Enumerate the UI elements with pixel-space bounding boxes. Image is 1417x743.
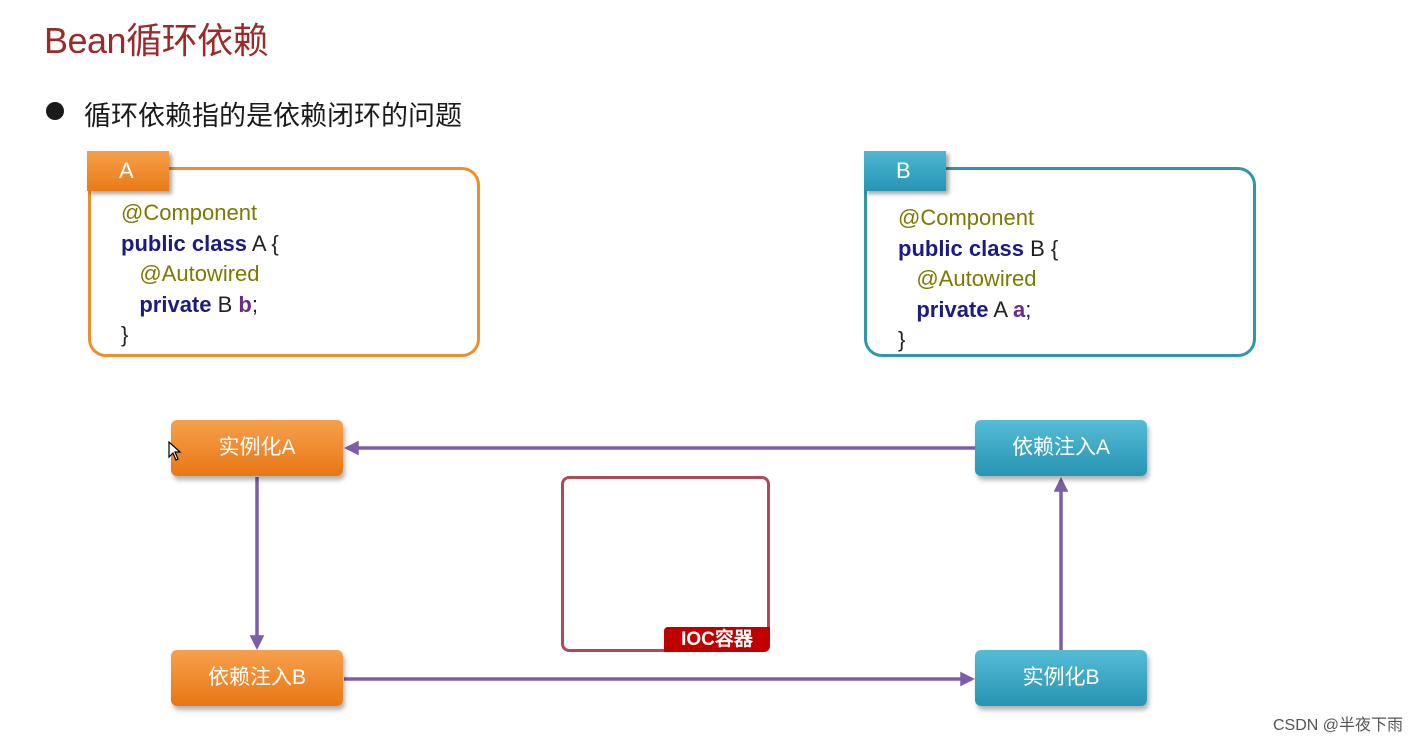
- class-b-field-name: a: [1012, 296, 1026, 322]
- node-instantiate-b: 实例化B: [975, 650, 1147, 706]
- node-instantiate-a: 实例化A: [171, 420, 343, 476]
- class-a-field-annotation: @Autowired: [139, 261, 260, 286]
- class-a-field-type: B: [211, 291, 239, 317]
- class-b-annotation: @Component: [898, 205, 1035, 230]
- class-b-keyword-public-class: public class: [898, 235, 1024, 261]
- class-a-annotation: @Component: [121, 200, 258, 225]
- class-a-keyword-private: private: [139, 291, 212, 317]
- class-b-code-box: [864, 167, 1256, 357]
- class-a-tab: A: [87, 151, 169, 191]
- class-b-declaration: B {: [1023, 235, 1059, 261]
- class-a-code: @Component public class A { @Autowired p…: [121, 198, 279, 351]
- bullet-text: 循环依赖指的是依赖闭环的问题: [84, 101, 462, 131]
- class-a-keyword-public-class: public class: [121, 230, 247, 256]
- class-a-closing-brace: }: [121, 322, 129, 347]
- bullet-dot: [46, 102, 64, 120]
- ioc-container-label: IOC容器: [664, 627, 770, 652]
- class-b-field-type: A: [988, 296, 1013, 322]
- class-b-semicolon: ;: [1025, 296, 1032, 322]
- watermark: CSDN @半夜下雨: [1272, 717, 1403, 734]
- class-b-closing-brace: }: [898, 327, 906, 352]
- class-b-keyword-private: private: [916, 296, 989, 322]
- class-a-declaration: A {: [246, 230, 279, 256]
- node-inject-a: 依赖注入A: [975, 420, 1147, 476]
- ioc-container: IOC容器: [561, 476, 770, 652]
- class-b-tab: B: [864, 151, 946, 191]
- mouse-cursor-icon: [168, 441, 182, 461]
- class-a-code-box: [88, 167, 480, 357]
- class-b-code: @Component public class B { @Autowired p…: [898, 203, 1058, 356]
- node-inject-b: 依赖注入B: [171, 650, 343, 706]
- class-b-field-annotation: @Autowired: [916, 266, 1037, 291]
- page-title: Bean循环依赖: [44, 20, 269, 61]
- class-a-semicolon: ;: [251, 291, 258, 317]
- class-a-field-name: b: [238, 291, 252, 317]
